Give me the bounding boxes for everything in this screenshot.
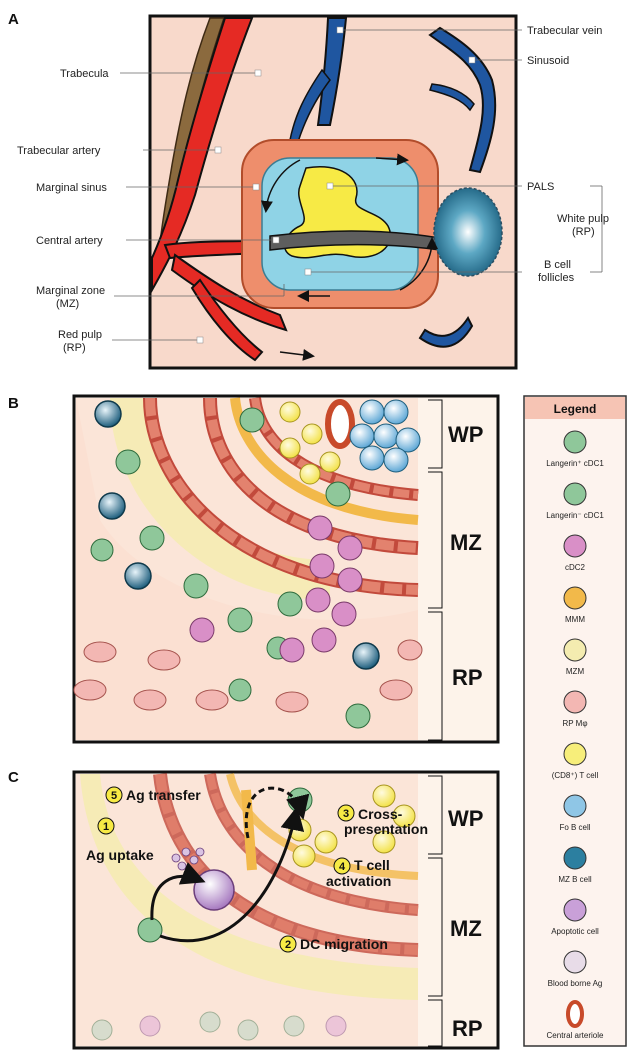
panel-b-diagram	[72, 394, 500, 744]
legend-swatch	[566, 1000, 584, 1028]
label-trabecular-vein: Trabecular vein	[527, 25, 602, 37]
legend-swatch	[563, 430, 587, 454]
panel-a-diagram	[112, 14, 603, 370]
legend-swatch	[563, 898, 587, 922]
legend-item-label: cDC2	[565, 563, 586, 572]
legend-item-label: RP Mφ	[562, 719, 587, 728]
legend-item: Central arteriole	[547, 1000, 604, 1040]
legend-item-label: Blood borne Ag	[548, 979, 603, 988]
legend-item-label: MZ B cell	[558, 875, 592, 884]
label-pals: PALS	[527, 181, 554, 193]
legend-swatch	[563, 794, 587, 818]
legend-swatch	[563, 586, 587, 610]
label-red-pulp: Red pulp	[58, 329, 102, 341]
step-badge-2: 2 DC migration	[279, 935, 388, 953]
label-trabecula: Trabecula	[60, 68, 109, 80]
label-b-cell: B cell	[544, 259, 571, 271]
legend-item: (CD8⁺) T cell	[552, 742, 599, 780]
legend-swatch	[563, 950, 587, 974]
svg-text:2: 2	[285, 939, 291, 951]
legend-item: Langerin⁻ cDC1	[546, 482, 604, 520]
label-sinusoid: Sinusoid	[527, 55, 569, 67]
step-5-text: Ag transfer	[126, 787, 201, 803]
svg-text:3: 3	[343, 808, 349, 820]
label-red-pulp-abbr: (RP)	[63, 342, 86, 354]
legend-item: MZM	[563, 638, 587, 676]
panel-c-diagram	[72, 770, 500, 1050]
legend-item: cDC2	[563, 534, 587, 572]
panel-b-zone-brackets	[428, 399, 443, 741]
label-marginal-sinus: Marginal sinus	[36, 182, 107, 194]
zone-label-rp-c: RP	[452, 1016, 483, 1041]
zone-label-rp: RP	[452, 665, 483, 690]
label-marginal-zone: Marginal zone	[36, 285, 105, 297]
zone-label-mz: MZ	[450, 530, 482, 555]
legend-item-label: Fo B cell	[559, 823, 590, 832]
legend-swatch	[563, 742, 587, 766]
legend-title: Legend	[554, 402, 597, 416]
zone-label-wp-c: WP	[448, 806, 483, 831]
step-2-text: DC migration	[300, 936, 388, 952]
legend-swatch	[563, 846, 587, 870]
svg-text:1: 1	[103, 821, 109, 833]
legend-item: Apoptotic cell	[551, 898, 599, 936]
label-white-pulp-abbr: (RP)	[572, 226, 595, 238]
svg-text:5: 5	[111, 790, 117, 802]
legend-item: MZ B cell	[558, 846, 592, 884]
label-trabecular-artery: Trabecular artery	[17, 145, 101, 157]
panel-a-letter: A	[8, 11, 19, 28]
legend-item: Langerin⁺ cDC1	[546, 430, 604, 468]
legend-item-label: (CD8⁺) T cell	[552, 771, 599, 780]
step-badge-4: 4 T cell activation	[326, 857, 391, 889]
step-4-text: T cell	[354, 857, 390, 873]
legend-item: MMM	[563, 586, 587, 624]
step-badge-5: 5 Ag transfer	[105, 786, 201, 804]
legend-item-label: Central arteriole	[547, 1031, 604, 1040]
label-central-artery: Central artery	[36, 235, 103, 247]
panel-c-zone-brackets	[428, 775, 443, 1047]
step-3-text: Cross-	[358, 806, 403, 822]
legend-item: RP Mφ	[562, 690, 588, 728]
zone-label-wp: WP	[448, 422, 483, 447]
label-b-cell-follicles: follicles	[538, 272, 575, 284]
step-badge-3: 3 Cross- presentation	[337, 804, 428, 837]
legend-item-label: Apoptotic cell	[551, 927, 599, 936]
label-white-pulp: White pulp	[557, 213, 609, 225]
legend-item-label: Langerin⁻ cDC1	[546, 511, 604, 520]
svg-text:4: 4	[339, 861, 346, 873]
legend-item-label: MMM	[565, 615, 585, 624]
legend-item-label: MZM	[566, 667, 585, 676]
panel-b-letter: B	[8, 395, 19, 412]
step-1-text: Ag uptake	[86, 847, 154, 863]
panel-c-letter: C	[8, 769, 19, 786]
legend-swatch	[563, 690, 587, 714]
zone-label-mz-c: MZ	[450, 916, 482, 941]
step-3-text-2: presentation	[344, 821, 428, 837]
legend-swatch	[563, 534, 587, 558]
step-badge-1: 1 Ag uptake	[86, 817, 154, 863]
label-marginal-zone-abbr: (MZ)	[56, 298, 79, 310]
step-4-text-2: activation	[326, 873, 391, 889]
legend-swatch	[563, 638, 587, 662]
legend-swatch	[563, 482, 587, 506]
legend-item: Fo B cell	[559, 794, 591, 832]
legend-item: Blood borne Ag	[548, 950, 603, 988]
legend-item-label: Langerin⁺ cDC1	[546, 459, 604, 468]
